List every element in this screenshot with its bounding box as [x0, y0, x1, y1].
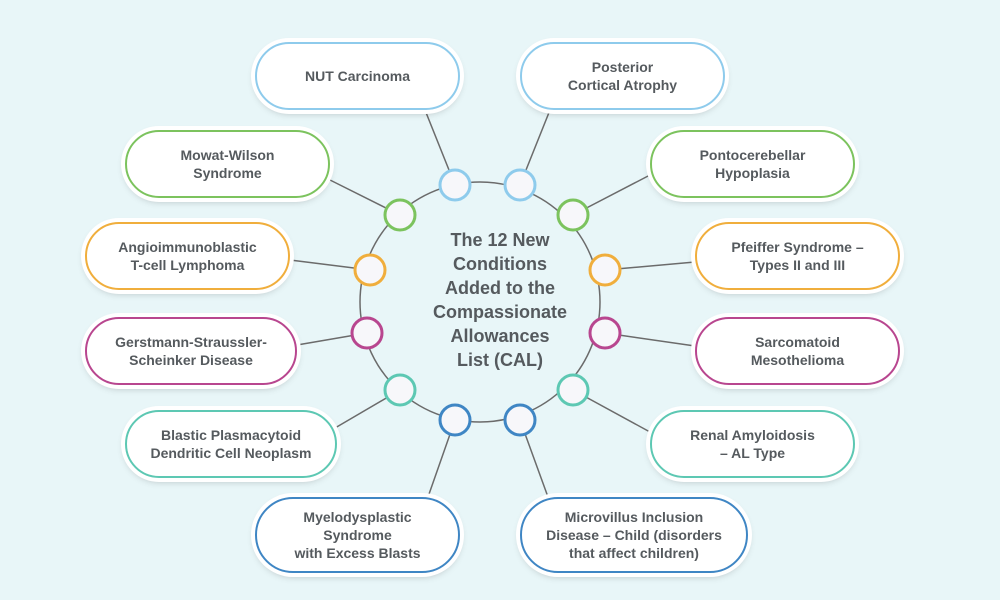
condition-node — [383, 373, 417, 407]
condition-pill: NUT Carcinoma — [255, 42, 460, 110]
condition-label: Microvillus Inclusion Disease – Child (d… — [546, 509, 722, 561]
condition-pill: Myelodysplastic Syndrome with Excess Bla… — [255, 497, 460, 573]
center-title: The 12 New Conditions Added to the Compa… — [432, 230, 568, 370]
condition-node — [350, 316, 384, 350]
condition-pill: Posterior Cortical Atrophy — [520, 42, 725, 110]
condition-node — [438, 403, 472, 437]
condition-pill: Blastic Plasmacytoid Dendritic Cell Neop… — [125, 410, 337, 478]
condition-node — [383, 198, 417, 232]
condition-node — [503, 403, 537, 437]
condition-label: Posterior Cortical Atrophy — [567, 59, 678, 93]
condition-node — [556, 198, 590, 232]
condition-label: Angioimmunoblastic T-cell Lymphoma — [118, 239, 257, 273]
condition-pill: Pontocerebellar Hypoplasia — [650, 130, 855, 198]
condition-pill: Gerstmann-Straussler- Scheinker Disease — [85, 317, 297, 385]
condition-label: Pontocerebellar Hypoplasia — [699, 147, 806, 181]
condition-node — [588, 316, 622, 350]
condition-label: Pfeiffer Syndrome – Types II and III — [731, 239, 864, 273]
condition-label: Mowat-Wilson Syndrome — [180, 147, 275, 181]
condition-node — [353, 253, 387, 287]
condition-pill: Angioimmunoblastic T-cell Lymphoma — [85, 222, 290, 290]
condition-label: NUT Carcinoma — [304, 68, 411, 84]
condition-node — [438, 168, 472, 202]
condition-node — [556, 373, 590, 407]
condition-pill: Sarcomatoid Mesothelioma — [695, 317, 900, 385]
condition-label: Gerstmann-Straussler- Scheinker Disease — [115, 334, 267, 368]
condition-pill: Microvillus Inclusion Disease – Child (d… — [520, 497, 748, 573]
condition-node — [588, 253, 622, 287]
condition-pill: Renal Amyloidosis – AL Type — [650, 410, 855, 478]
condition-node — [503, 168, 537, 202]
condition-label: Blastic Plasmacytoid Dendritic Cell Neop… — [150, 427, 312, 461]
condition-pill: Pfeiffer Syndrome – Types II and III — [695, 222, 900, 290]
condition-label: Sarcomatoid Mesothelioma — [750, 334, 845, 368]
condition-label: Myelodysplastic Syndrome with Excess Bla… — [294, 509, 421, 561]
center-ring — [359, 181, 601, 423]
condition-pill: Mowat-Wilson Syndrome — [125, 130, 330, 198]
condition-label: Renal Amyloidosis – AL Type — [690, 427, 815, 461]
